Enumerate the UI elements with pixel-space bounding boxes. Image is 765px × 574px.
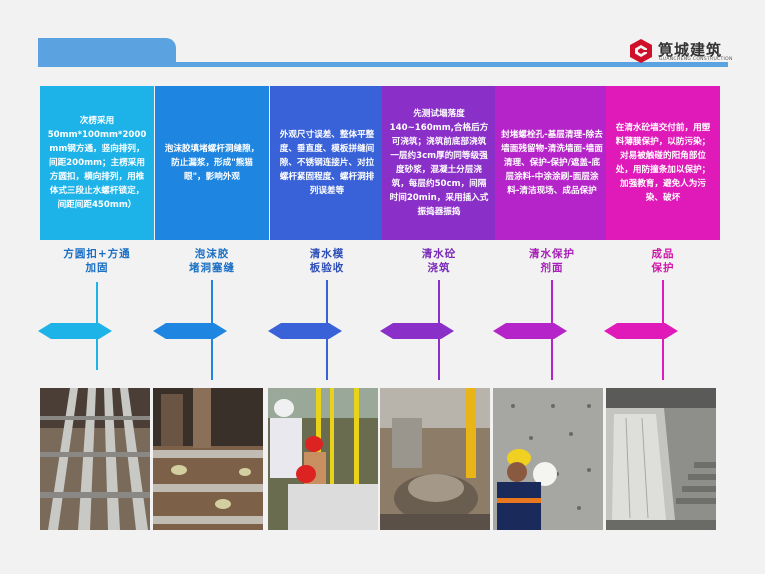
step-2-description-card: 泡沫胶填堵螺杆洞缝隙，防止漏浆，形成"熊猫眼"，影响外观 (155, 86, 269, 240)
concrete-pouring-photo (380, 388, 490, 530)
surface-grinding-photo (493, 388, 603, 530)
header-tab (38, 38, 176, 66)
step-6-title-line2: 保护 (651, 262, 675, 274)
step-6-description: 在清水砼墙交付前，用塑料薄膜保护，以防污染；对易被触碰的阳角部位处，用防撞条加以… (615, 123, 711, 203)
step-4-description-card: 先测试塌落度 140~160mm,合格后方可浇筑；浇筑前底部浇筑一层约3cm厚的… (382, 86, 496, 240)
step-5-description-card: 封堵螺栓孔-基层清理-除去墙面残留物-清洗墙面-墙面清理、保护-保护/遮盖-底层… (495, 86, 609, 240)
step-2-title-line1: 泡沫胶 (194, 248, 230, 260)
logo-mark-icon (630, 39, 652, 63)
step-4-title-line2: 浇筑 (427, 262, 451, 274)
step-4-title: 清水砼 浇筑 (382, 247, 496, 275)
step-3-title: 清水模 板验收 (270, 247, 384, 275)
step-3-arrow-icon (268, 323, 342, 339)
step-5-title-line1: 清水保护 (529, 248, 575, 260)
step-1-arrow-icon (38, 323, 112, 339)
step-2-description: 泡沫胶填堵螺杆洞缝隙，防止漏浆，形成"熊猫眼"，影响外观 (164, 144, 260, 182)
logo-name-en: GUANCHENG CONSTRUCTION (659, 57, 733, 62)
step-3-description: 外观尺寸误差、整体平整度、垂直度、模板拼缝间隙、不锈钢连接片、对拉螺杆紧固程度、… (279, 130, 375, 196)
step-3-title-line1: 清水模 (309, 248, 345, 260)
header-divider (38, 62, 728, 67)
film-protection-photo (606, 388, 716, 530)
step-6-description-card: 在清水砼墙交付前，用塑料薄膜保护，以防污染；对易被触碰的阳角部位处，用防撞条加以… (606, 86, 720, 240)
step-1-title: 方圆扣+方通 加固 (40, 247, 154, 275)
step-4-arrow-icon (380, 323, 454, 339)
step-1-title-line1: 方圆扣+方通 (63, 248, 131, 260)
step-6-title: 成品 保护 (606, 247, 720, 275)
step-6-title-line1: 成品 (651, 248, 675, 260)
step-3-description-card: 外观尺寸误差、整体平整度、垂直度、模板拼缝间隙、不锈钢连接片、对拉螺杆紧固程度、… (270, 86, 384, 240)
step-4-description: 先测试塌落度 140~160mm,合格后方可浇筑；浇筑前底部浇筑一层约3cm厚的… (389, 109, 489, 217)
step-2-title-line2: 堵洞塞缝 (189, 262, 235, 274)
formwork-clamp-photo (40, 388, 150, 530)
step-2-title: 泡沫胶 堵洞塞缝 (155, 247, 269, 275)
step-5-description: 封堵螺栓孔-基层清理-除去墙面残留物-清洗墙面-墙面清理、保护-保护/遮盖-底层… (501, 130, 603, 196)
step-3-title-line2: 板验收 (309, 262, 345, 274)
formwork-inspection-photo (268, 388, 378, 530)
step-6-arrow-icon (604, 323, 678, 339)
step-5-title: 清水保护 剂面 (495, 247, 609, 275)
step-2-arrow-icon (153, 323, 227, 339)
logo-name-cn: 筧城建筑 (658, 41, 723, 59)
foam-sealing-photo (153, 388, 263, 530)
company-logo: 筧城建筑 GUANCHENG CONSTRUCTION (628, 36, 738, 66)
step-1-title-line2: 加固 (85, 262, 109, 274)
step-4-title-line1: 清水砼 (421, 248, 457, 260)
step-1-description: 次楞采用 50mm*100mm*2000 mm钢方通，竖向排列，间距200mm；… (47, 116, 147, 210)
step-5-arrow-icon (493, 323, 567, 339)
step-1-description-card: 次楞采用 50mm*100mm*2000 mm钢方通，竖向排列，间距200mm；… (40, 86, 154, 240)
step-5-title-line2: 剂面 (540, 262, 564, 274)
